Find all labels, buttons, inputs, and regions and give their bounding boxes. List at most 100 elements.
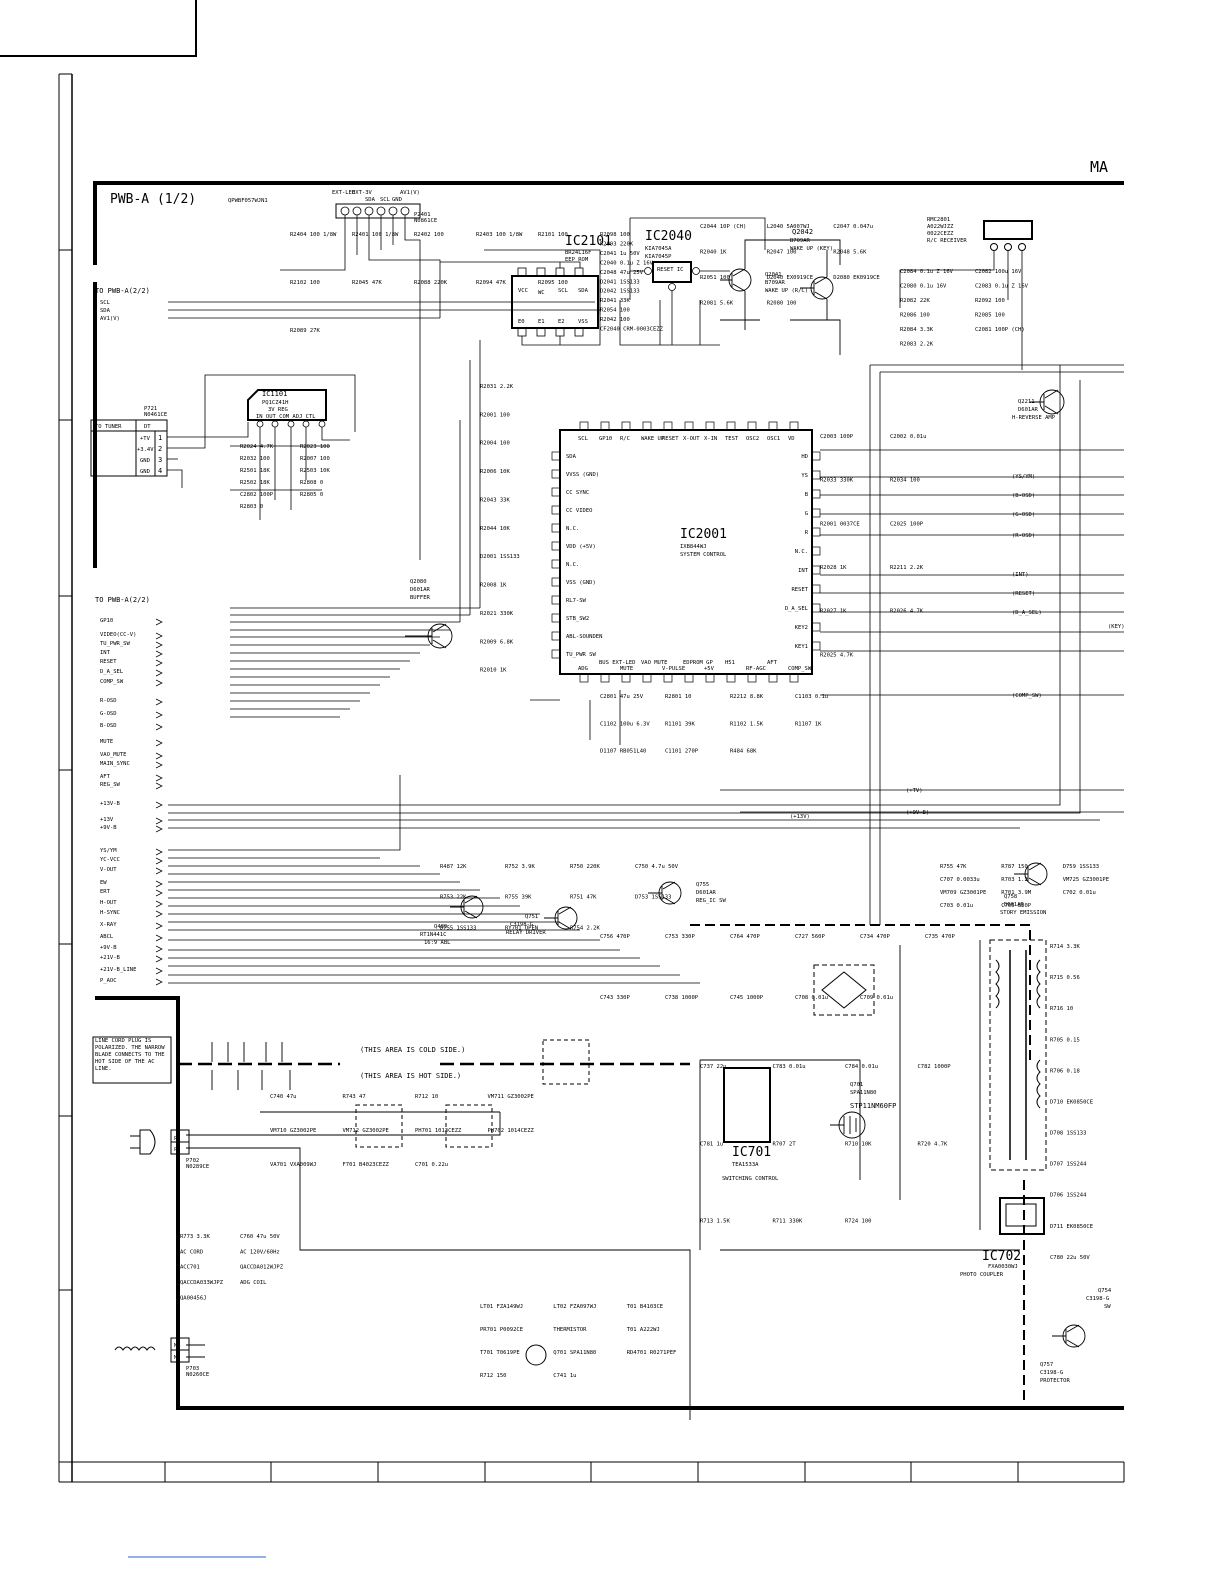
q755-ref: Q755 — [696, 882, 709, 888]
q2211-desc: H-REVERSE AMP — [1012, 415, 1056, 421]
tuner-dt: DT — [144, 424, 151, 430]
ic-pin — [811, 527, 821, 537]
ic2101-pin: WC — [538, 290, 545, 296]
bottom-signal: COMP_SW — [100, 679, 124, 685]
ic2040-part: KIA7045A — [645, 246, 672, 252]
bottom-signal: +13V-B — [100, 801, 121, 807]
ic1101-pins: IN OUT COM ADJ CTL — [256, 414, 316, 420]
ic-pin — [551, 469, 561, 479]
ic-pin — [726, 421, 736, 431]
component-label: R2081 5.6K — [700, 301, 734, 307]
component-label: VM710 GZ3002PE — [270, 1128, 316, 1134]
component-label: R2095 100 — [538, 280, 568, 286]
rmc-ref: RMC2801 — [927, 217, 950, 223]
component-label: R706 0.18 — [1050, 1068, 1080, 1074]
component-label: R710 10K — [845, 1141, 872, 1147]
component-label: D753 1SS133 — [635, 895, 671, 901]
ic2101-pin: VSS — [578, 319, 588, 325]
component-label: C784 0.01u — [845, 1064, 878, 1070]
bottom-signal: R-OSD — [100, 698, 117, 704]
rail-label: (YS/YM) — [1012, 474, 1035, 480]
component-label: R2045 47K — [352, 280, 382, 286]
ic2101-ref: IC2101 — [565, 234, 612, 249]
bus-lines — [168, 340, 1124, 984]
component-label: R2031 2.2K — [480, 384, 514, 390]
component-label: C701 0.22u — [415, 1162, 448, 1168]
component-label: R2082 22K — [900, 298, 930, 304]
component-label: R2102 100 — [290, 280, 320, 286]
ic-pin — [551, 631, 561, 641]
component-label: R2808 0 — [300, 480, 323, 486]
component-label: R2007 100 — [300, 456, 330, 462]
component-label: R713 1.5K — [700, 1219, 730, 1225]
component-label: C709 0.01u — [860, 995, 893, 1001]
ic2001-pin-label: X-IN — [704, 436, 717, 442]
component-label: R2024 4.7K — [240, 444, 274, 450]
component-label: R487 12K — [440, 864, 467, 870]
ic2001-pin-label: RESET — [662, 436, 679, 442]
coil-icon — [114, 1346, 156, 1351]
ic2101-pin: VCC — [518, 288, 528, 294]
component-label: D2041 1SS133 — [600, 279, 640, 285]
ic2001-pin-label: STB_SW2 — [566, 616, 589, 622]
component-label: R753 22K — [440, 895, 467, 901]
component-label: R2402 100 — [414, 232, 444, 238]
component-label: R754 2.2K — [570, 925, 600, 931]
ic-pin — [684, 421, 694, 431]
component-label: C702 0.01u — [1063, 890, 1096, 896]
q758-desc: STORY EMISSION — [1000, 910, 1046, 916]
component-label: L2040 5A007WJ — [767, 224, 810, 230]
component-label: C745 1000P — [730, 995, 764, 1001]
component-label: D2040 EX0919CE — [767, 275, 813, 281]
ic-pin — [684, 673, 694, 683]
ic-pin — [811, 508, 821, 518]
ic2001-pin-label: SDA — [566, 454, 577, 460]
component-label: C2048 47u 25V — [600, 270, 644, 276]
q757-part: C3198-G — [1040, 1370, 1063, 1376]
rmc-part: A022WJZZ — [927, 224, 954, 230]
component-label: R2001 0037CE — [820, 521, 860, 527]
ic2101-part: BR24L16F — [565, 250, 592, 256]
bottom-signal: REG_SW — [100, 782, 121, 788]
p2401-ref: P2401 — [414, 212, 431, 218]
ic701-desc: SWITCHING CONTROL — [722, 1176, 779, 1182]
component-label: C2002 0.01u — [890, 434, 926, 440]
p721-part: N0461CE — [144, 412, 167, 418]
component-label: C764 470P — [730, 934, 760, 940]
component-label: QACCDA012WJPZ — [240, 1265, 284, 1271]
component-label: R2101 100 — [538, 232, 568, 238]
ic2001-pin-label: VVSS (GND) — [566, 472, 599, 478]
ic-pin — [663, 673, 673, 683]
component-label: C740 47u — [270, 1094, 297, 1100]
tuner-pin-num: 4 — [158, 467, 162, 475]
p703-connector: M1 M2 P703 N0260CE — [114, 1337, 209, 1378]
component-label: C741 1u — [553, 1373, 576, 1379]
component-label: R2085 100 — [975, 313, 1005, 319]
component-label: D710 EK0850CE — [1050, 1100, 1093, 1106]
rail-label: (B-OSD) — [1012, 493, 1035, 499]
signal-arrow-icon — [155, 945, 163, 953]
rail-label: (INT) — [1012, 572, 1029, 578]
component-label: R2093 220K — [600, 242, 634, 248]
component-label: QACCDA033WJPZ — [180, 1280, 224, 1286]
component-label: C780 22u 50V — [1050, 1255, 1090, 1261]
ic2001-pin-label: D_A_SEL — [785, 606, 809, 612]
p703-part: N0260CE — [186, 1372, 209, 1378]
bottom-signal: P_AOC — [100, 978, 117, 984]
signal-arrow-icon — [155, 723, 163, 731]
ic-pin — [642, 421, 652, 431]
power-supply-lines — [178, 924, 1031, 1420]
component-label: C727 560P — [795, 934, 825, 940]
signal-arrow-icon — [155, 782, 163, 790]
ic-pin — [811, 470, 821, 480]
q2211-part: D601AR — [1018, 407, 1039, 413]
ic2001-pin-label: ABL-SOUNDEN — [566, 634, 602, 640]
ic1101: IC1101 PQ1CZ41H 3V REG IN OUT COM ADJ CT… — [230, 389, 350, 520]
q480-part: RT1N441C — [420, 932, 447, 938]
signal-arrow-icon — [155, 752, 163, 760]
bridge-rectifier — [813, 964, 875, 1016]
signal-arrow-icon — [155, 698, 163, 706]
ic2001-pin-label: RF-AGC — [746, 666, 766, 672]
component-label: R720 4.7K — [918, 1141, 948, 1147]
bottom-signal: X-RAY — [100, 922, 117, 928]
